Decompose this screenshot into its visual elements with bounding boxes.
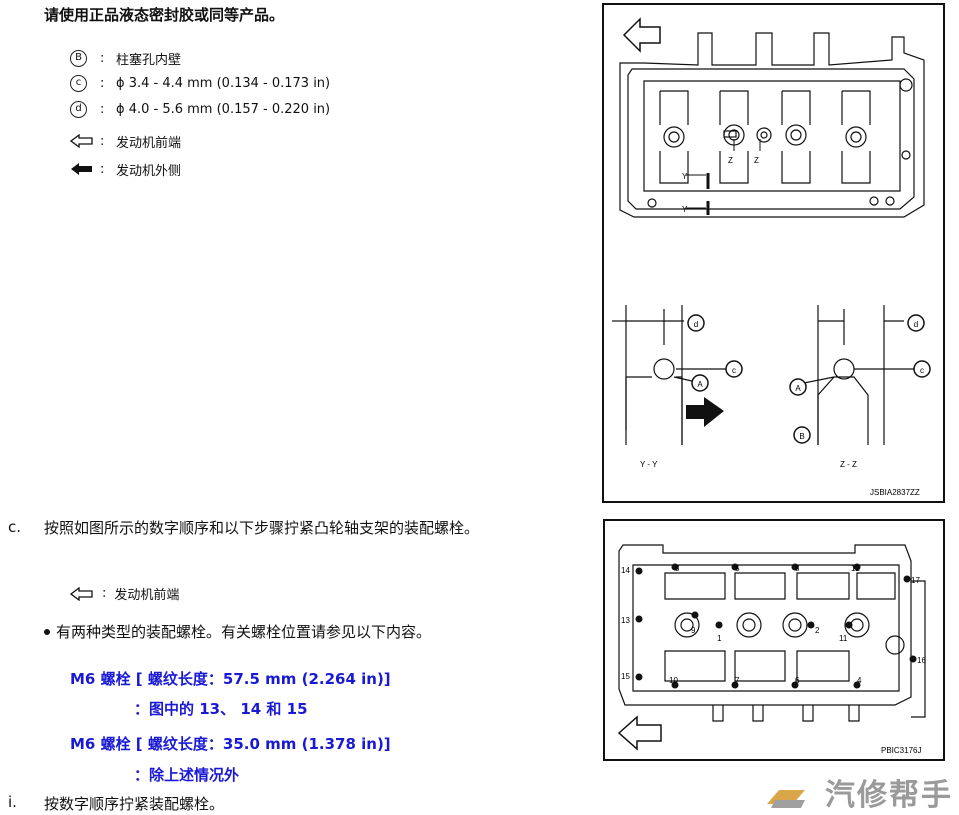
m6-bolt-long-detail: ：图中的 13、 14 和 15 <box>134 700 308 718</box>
hollow-arrow-left-icon <box>70 134 93 148</box>
solid-arrow-left-icon <box>71 163 92 175</box>
legend-item-c: c : ϕ 3.4 - 4.4 mm (0.134 - 0.173 in) <box>70 73 330 93</box>
legend-text: 发动机前端 <box>116 135 182 151</box>
callout-c-right: c <box>920 366 924 375</box>
callout-c-left: c <box>732 366 736 375</box>
legend-item-d: d : ϕ 4.0 - 5.6 mm (0.157 - 0.220 in) <box>70 99 330 119</box>
legend-text: 柱塞孔内壁 <box>116 52 182 68</box>
bolt-number: 9 <box>691 626 696 635</box>
step-c-text: 按照如图所示的数字顺序和以下步骤拧紧凸轮轴支架的装配螺栓。 <box>44 519 480 537</box>
bolt-number: 17 <box>911 576 920 585</box>
bullet-dot <box>44 628 50 635</box>
bolt-number: 8 <box>795 564 800 573</box>
step-i-text: 按数字顺序拧紧装配螺栓。 <box>44 795 225 813</box>
bolt-number: 10 <box>669 676 678 685</box>
watermark: 汽修帮手 <box>765 770 953 814</box>
bolt-number: 12 <box>851 564 860 573</box>
bullet-text: 有两种类型的装配螺栓。有关螺栓位置请参见以下内容。 <box>56 623 432 641</box>
cut-label-y-bottom: Y <box>682 205 688 214</box>
legend-text: ϕ 4.0 - 5.6 mm (0.157 - 0.220 in) <box>116 101 331 117</box>
sealant-figure: Y Y Z Z d c A <box>602 3 945 503</box>
bolt-number: 2 <box>815 626 820 635</box>
bolt-number: 3 <box>675 564 680 573</box>
callout-a-left: A <box>697 380 703 389</box>
outside-arrow-icon <box>686 397 724 427</box>
bolt-number: 11 <box>839 634 848 643</box>
legend-text: 发动机外侧 <box>116 163 182 179</box>
callout-b-icon: B <box>70 49 87 67</box>
camshaft-bracket-sealant-diagram: Y Y Z Z d c A <box>612 17 931 497</box>
callout-c-icon: c <box>70 74 87 92</box>
callout-d-right: d <box>914 320 918 329</box>
bolt-number: 13 <box>621 616 630 625</box>
sealant-instruction: 请使用正品液态密封胶或同等产品。 <box>44 6 285 24</box>
hollow-arrow-left-icon <box>70 586 93 601</box>
callout-d-icon: d <box>70 100 87 118</box>
m6-bolt-short-title: M6 螺栓 [ 螺纹长度：35.0 mm (1.378 in)] <box>70 735 391 753</box>
callout-b-right: B <box>799 432 804 441</box>
legend-item-b: B : 柱塞孔内壁 <box>70 48 181 68</box>
legend-item-outside: : 发动机外侧 <box>70 159 181 179</box>
tightening-order-figure: 1 2 3 4 5 6 7 8 9 10 11 12 13 14 15 16 1… <box>603 519 945 761</box>
bolt-number: 16 <box>917 656 926 665</box>
section-label-zz: Z - Z <box>840 460 857 469</box>
bolt-number: 15 <box>621 672 630 681</box>
callout-a-right: A <box>795 384 801 393</box>
watermark-text: 汽修帮手 <box>825 778 953 813</box>
bolt-number: 5 <box>735 564 740 573</box>
bolt-types-bullet: 有两种类型的装配螺栓。有关螺栓位置请参见以下内容。 <box>44 621 431 642</box>
cut-label-z-right: Z <box>754 156 759 165</box>
watermark-logo-icon <box>766 789 805 808</box>
front-arrow-icon <box>617 715 662 751</box>
bolt-number: 6 <box>795 676 800 685</box>
m6-bolt-long-title: M6 螺栓 [ 螺纹长度：57.5 mm (2.264 in)] <box>70 670 391 688</box>
front-note-text: 发动机前端 <box>114 588 180 603</box>
bolt-number: 4 <box>857 676 862 685</box>
legend-text: ϕ 3.4 - 4.4 mm (0.134 - 0.173 in) <box>116 75 331 91</box>
bolt-number: 14 <box>621 566 630 575</box>
front-arrow-icon <box>622 17 661 53</box>
m6-bolt-short-detail: ：除上述情况外 <box>134 766 240 784</box>
figure-code: PBIC3176J <box>881 746 921 755</box>
cut-label-z-left: Z <box>728 156 733 165</box>
bolt-number: 1 <box>717 634 722 643</box>
bolt-tightening-order-diagram: 1 2 3 4 5 6 7 8 9 10 11 12 13 14 15 16 1… <box>617 544 926 755</box>
legend-item-front: : 发动机前端 <box>70 131 181 151</box>
step-marker-c: c. <box>8 518 22 536</box>
figure-code: JSBIA2837ZZ <box>870 488 920 497</box>
bolt-number: 7 <box>735 676 740 685</box>
step-marker-i: i. <box>8 793 17 811</box>
section-label-yy: Y - Y <box>640 460 658 469</box>
callout-d-left: d <box>694 320 698 329</box>
cut-label-y-top: Y <box>682 172 688 181</box>
front-note: : 发动机前端 <box>70 584 179 603</box>
